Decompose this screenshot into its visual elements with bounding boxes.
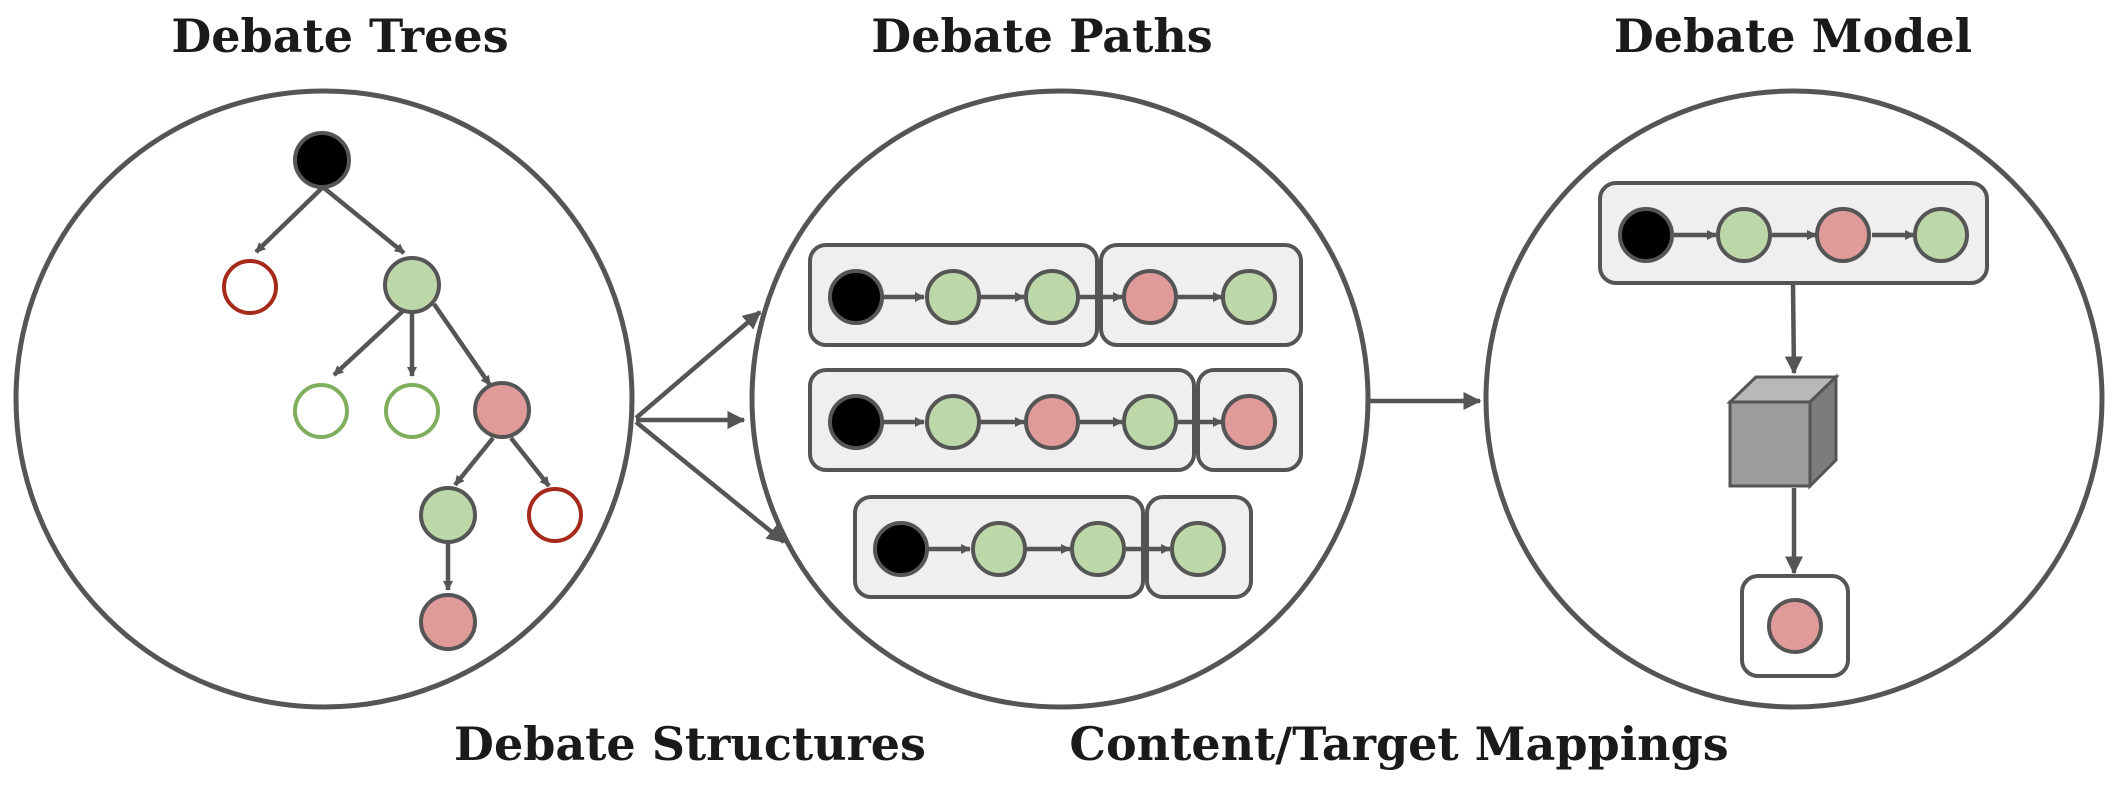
debate-model-circle	[1483, 88, 2105, 710]
tree-node-support-open	[293, 383, 349, 439]
tree-edge	[453, 436, 495, 487]
model-cube-icon	[1726, 373, 1840, 490]
model-node-support	[1716, 207, 1772, 263]
trees-to-paths-arrows	[634, 310, 786, 544]
path-node-support	[1170, 521, 1226, 577]
tree-node-attack	[419, 593, 477, 651]
tree-node-support	[383, 256, 441, 314]
fan-arrow	[634, 310, 762, 420]
tree-edge	[322, 186, 406, 255]
path-node-root	[828, 394, 884, 450]
tree-edge	[254, 186, 324, 254]
path-node-root	[873, 521, 929, 577]
path-node-support	[1070, 521, 1126, 577]
model-node-root	[1618, 207, 1674, 263]
debate-model-panel	[1483, 88, 2105, 710]
path-row	[853, 495, 1253, 599]
tree-node-support-open	[384, 383, 440, 439]
title-debate-paths: Debate Paths	[871, 9, 1212, 63]
cube-front-face	[1728, 400, 1812, 488]
path-node-attack	[1122, 269, 1178, 325]
tree-node-attack	[473, 381, 531, 439]
path-node-attack	[1221, 394, 1277, 450]
fan-arrow	[634, 420, 786, 544]
debate-trees-panel	[13, 88, 635, 710]
path-row	[808, 243, 1303, 347]
path-node-support	[1221, 269, 1277, 325]
model-output-node-attack	[1767, 598, 1823, 654]
label-content-target-mappings: Content/Target Mappings	[1069, 717, 1728, 771]
tree-edge	[509, 436, 551, 488]
tree-node-root	[293, 131, 351, 189]
path-node-attack	[1024, 394, 1080, 450]
path-row	[808, 368, 1303, 472]
tree-node-support	[419, 486, 477, 544]
debate-paths-panel	[749, 88, 1371, 710]
debate-paths-circle	[749, 88, 1371, 710]
debate-trees-circle	[13, 88, 635, 710]
path-node-support	[1024, 269, 1080, 325]
path-node-support	[1122, 394, 1178, 450]
title-debate-trees: Debate Trees	[171, 9, 508, 63]
path-node-support	[925, 394, 981, 450]
tree-node-attack-open	[527, 487, 583, 543]
title-debate-model: Debate Model	[1614, 9, 1972, 63]
path-node-root	[828, 269, 884, 325]
model-flow-arrow	[1784, 284, 1803, 375]
tree-edge	[332, 308, 406, 377]
tree-edge	[432, 302, 492, 387]
model-node-support	[1913, 207, 1969, 263]
tree-edges	[254, 186, 551, 591]
path-node-support	[925, 269, 981, 325]
tree-node-attack-open	[222, 259, 278, 315]
label-debate-structures: Debate Structures	[454, 717, 926, 771]
model-node-attack	[1815, 207, 1871, 263]
path-node-support	[971, 521, 1027, 577]
